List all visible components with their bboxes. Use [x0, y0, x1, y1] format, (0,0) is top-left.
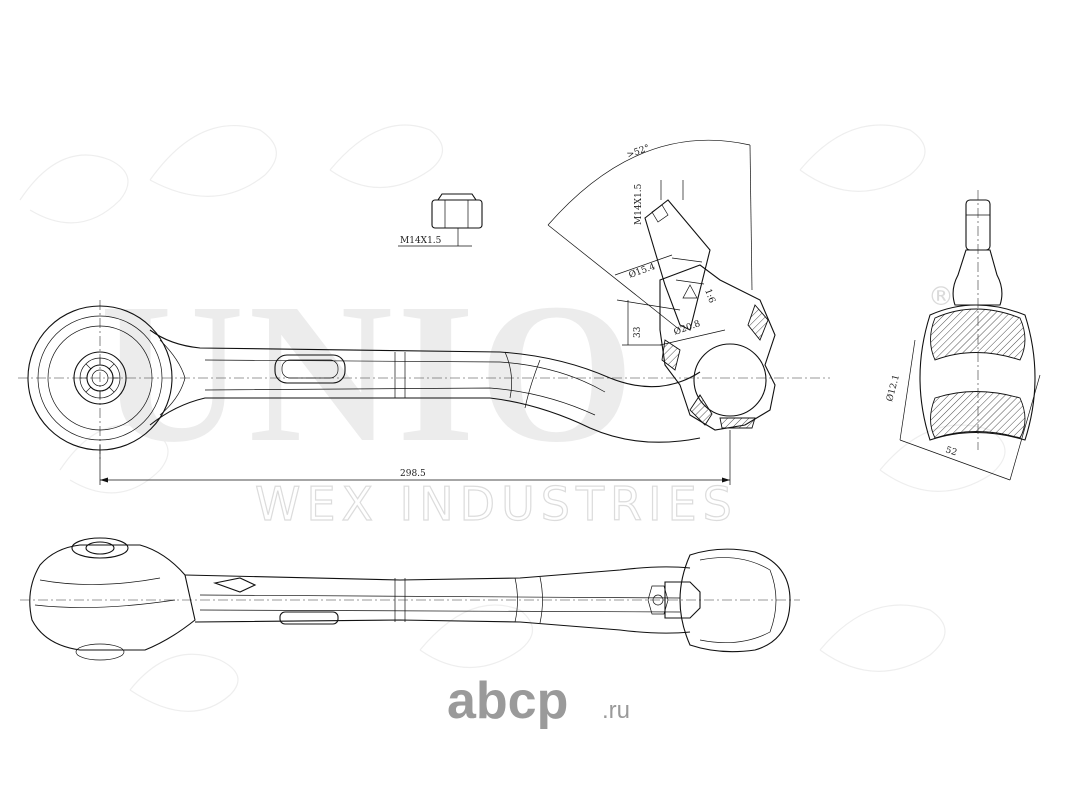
bushing-side-view: Ø12.1 52 — [884, 190, 1041, 481]
dim-bushing-width-label: 52 — [944, 445, 958, 458]
ball-joint-section — [547, 139, 776, 431]
control-arm-side-view — [20, 537, 800, 661]
dim-angle-label: >52° — [626, 143, 652, 160]
dim-bushing-diameter-label: Ø12.1 — [884, 373, 902, 402]
dim-nut-thread-label: M14X1.5 — [400, 236, 442, 246]
dim-length-label: 298.5 — [400, 469, 426, 479]
dim-height-label: 33 — [633, 326, 643, 338]
dim-diameter-large-label: Ø20.8 — [672, 318, 702, 338]
watermark-brand: UNIO — [100, 263, 638, 484]
dim-taper-label: 1:6 — [702, 288, 716, 305]
watermark-company: WEX INDUSTRIES — [255, 477, 738, 531]
nut-drawing: M14X1.5 — [398, 193, 483, 247]
length-dimension: 298.5 — [99, 430, 731, 485]
abcp-logo: abcp .ru — [447, 672, 630, 730]
dim-stud-thread-label: M14X1.5 — [634, 183, 644, 225]
watermark-registered-mark: ® — [928, 282, 954, 312]
control-arm-top-view — [18, 300, 830, 460]
logo-name: abcp — [447, 672, 568, 730]
logo-domain: .ru — [602, 697, 630, 724]
